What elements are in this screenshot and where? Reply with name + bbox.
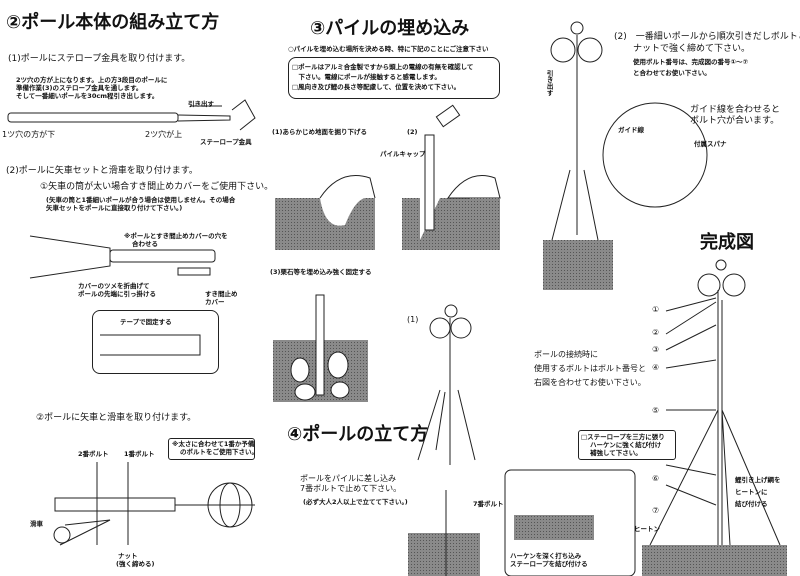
caution-box <box>288 57 500 99</box>
guide-text-2: ボルト穴が合います。 <box>690 116 780 126</box>
cover-drawing <box>29 235 216 356</box>
right-step2-note-1: 使用ボルト番号は、完成図の番号①～⑦ <box>633 58 749 66</box>
label-spare-2: のボルトをご使用下さい。 <box>180 448 258 456</box>
label-spanner: 付属スパナ <box>694 140 727 148</box>
joint-text-3: 右図を合わせてお使い下さい。 <box>534 378 646 387</box>
label-rope-1: 鯉引き上げ綱を <box>735 476 781 484</box>
bolt-number-3: ③ <box>652 345 660 354</box>
bolt-number-6: ⑥ <box>652 474 660 483</box>
stay-rope-note <box>578 430 676 460</box>
section3-step2: (2) <box>407 128 418 136</box>
section4-instruction-1: ポールをパイルに差し込み <box>300 474 396 483</box>
bolt-number-2: ② <box>652 328 660 337</box>
label-bolt2: 2番ボルト <box>78 450 109 458</box>
ground-stones-3 <box>543 240 613 290</box>
caution-1: □ポールはアルミ合金製ですから頭上の電線の有無を確認して <box>292 63 474 71</box>
step2-sub1: ①矢車の筒が太い場合すき間止めカバーをご使用下さい。 <box>40 182 274 192</box>
section2-title: ②ポール本体の組み立て方 <box>6 12 220 33</box>
section4-instruction-2: 7番ボルトで止めて下さい。 <box>300 484 402 493</box>
bolt-number-1: ① <box>652 305 660 314</box>
section3-step1: (1)あらかじめ地面を掘り下げる <box>272 128 367 136</box>
step2-sub1-note-2: 矢車セットをポールに直接取り付けて下さい。) <box>46 204 183 212</box>
ground-stones-2 <box>408 533 480 576</box>
label-rope-3: 結び付ける <box>735 500 768 508</box>
ground-complete <box>642 545 787 576</box>
label-eyebolt: ヒートン <box>634 525 660 533</box>
step1-note-3: そして一番細いポールを30cm程引き出します。 <box>16 92 159 100</box>
label-cover-2: カバー <box>205 298 225 306</box>
label-pulley: 滑車 <box>30 520 43 528</box>
label-pull: 引き出す <box>188 100 214 108</box>
step2-sub1-note-1: (矢車の筒と1番細いポールが合う場合は使用しません。その場合 <box>46 196 236 204</box>
section4-step1: (1) <box>407 315 419 324</box>
label-bolt1: 1番ボルト <box>124 450 155 458</box>
pulley-drawing <box>53 462 255 546</box>
label-rope-2: ヒートンに <box>735 488 768 496</box>
guide-text-1: ガイド線を合わせると <box>690 105 781 115</box>
label-bend-1: カバーのツメを折曲げて <box>78 282 150 290</box>
caution-2: 下さい。電線にポールが接触すると感電します。 <box>292 73 441 81</box>
label-two-holes: 2ツ穴が上 <box>145 130 183 139</box>
label-pile-cap: パイルキャップ <box>380 150 426 158</box>
label-align-2: 合わせる <box>132 240 158 248</box>
label-align-1: ※ポールとすき間止めカバーの穴を <box>124 232 228 240</box>
bolt-number-7: ⑦ <box>652 506 660 515</box>
label-bend-2: ポールの先端に引っ掛ける <box>78 290 156 298</box>
right-step2-1: (2) 一番細いポールから順次引きだしボルトと <box>614 32 800 42</box>
joint-text-1: ポールの接続時に <box>534 350 598 359</box>
label-tape: テープで固定する <box>120 318 172 326</box>
right-step2-note-2: と合わせてお使い下さい。 <box>633 69 711 77</box>
step1-note-2: 準備作業(3)のステロープ金具を通します。 <box>16 84 143 92</box>
label-nut-1: ナット <box>118 552 138 560</box>
bolt-number-4: ④ <box>652 363 660 372</box>
stay-box-3: 補強して下さい。 <box>590 449 642 457</box>
spare-bolt-note <box>168 438 255 460</box>
ground-hole-1 <box>275 198 375 250</box>
label-cover-1: すき間止め <box>205 290 238 298</box>
bolt-number-5: ⑤ <box>652 406 660 415</box>
section4-title: ④ポールの立て方 <box>287 424 429 445</box>
section2-step2: (2)ポールに矢車セットと滑車を取り付けます。 <box>6 166 198 176</box>
step2-sub2: ②ポールに矢車と滑車を取り付けます。 <box>36 413 197 423</box>
label-stake-1: ハーケンを深く打ち込み <box>510 552 582 560</box>
pole-top <box>550 21 708 241</box>
section2-step1: (1)ポールにステロープ金具を取り付けます。 <box>8 54 191 64</box>
label-fitting: ステーロープ金具 <box>200 138 252 146</box>
section3-caution: ○パイルを埋め込む場所を決める時、特に下記のことにご注意下さい <box>288 45 489 53</box>
right-step2-2: ナットで強く締めて下さい。 <box>633 44 751 54</box>
stay-box-1: □ステーロープを三方に張り <box>581 433 665 441</box>
tape-callout <box>92 310 219 374</box>
label-guide: ガイド線 <box>618 126 644 134</box>
label-bolt7: 7番ボルト <box>473 500 504 508</box>
ground-hole-2 <box>402 198 470 250</box>
section3-step3: (3)栗石等を埋め込み強く固定する <box>270 268 372 276</box>
section4-note: (必ず大人2人以上で立てて下さい。) <box>303 498 408 506</box>
right-label-pull: 引き出す <box>545 70 554 96</box>
joint-text-2: 使用するボルトはボルト番号と <box>534 364 646 373</box>
pole-drawing <box>7 99 256 131</box>
caution-3: □風向き及び鯉の長さ等配慮して、位置を決めて下さい。 <box>292 83 461 91</box>
pole-complete <box>649 259 781 576</box>
pole-standing <box>417 304 476 465</box>
section3-title: ③パイルの埋め込み <box>310 18 470 39</box>
label-stake-2: ステーロープを結び付ける <box>510 560 588 568</box>
label-nut-2: (強く締める) <box>116 560 155 568</box>
stay-box-2: ハーケンに強く結び付け <box>590 441 662 449</box>
step1-note-1: 2ツ穴の方が上になります。上の方3段目のポールに <box>16 76 168 84</box>
label-spare-1: ※太さに合わせて1番か予備 <box>172 440 255 448</box>
label-one-hole: 1ツ穴の方が下 <box>2 130 56 139</box>
complete-title: 完成図 <box>700 232 754 253</box>
